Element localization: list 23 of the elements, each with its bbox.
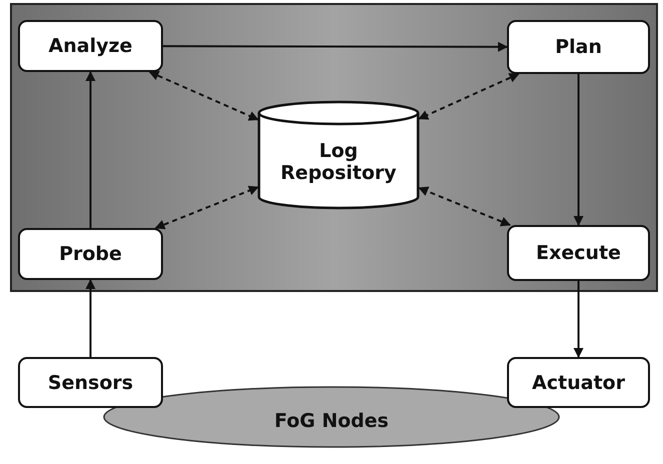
node-label: Actuator <box>532 372 625 394</box>
node-label: FoG Nodes <box>274 409 389 432</box>
node-label: Execute <box>536 242 621 264</box>
process-box <box>18 20 163 72</box>
node-label: Sensors <box>48 372 134 394</box>
arrow <box>154 186 259 230</box>
node-label: Analyze <box>48 35 132 57</box>
panel-background <box>10 3 658 292</box>
arrow <box>148 71 259 121</box>
process-box <box>18 228 163 280</box>
arrow <box>86 71 96 228</box>
node-label: Probe <box>59 243 122 265</box>
arrow <box>418 73 520 120</box>
node-label: Plan <box>555 36 602 58</box>
process-box <box>507 225 650 281</box>
arrow <box>86 279 96 357</box>
process-box <box>18 357 163 408</box>
arrow <box>418 186 511 226</box>
process-box <box>507 20 650 74</box>
arrow <box>574 281 584 358</box>
arrow <box>574 74 584 226</box>
arrow <box>163 42 508 52</box>
process-box <box>507 357 650 408</box>
